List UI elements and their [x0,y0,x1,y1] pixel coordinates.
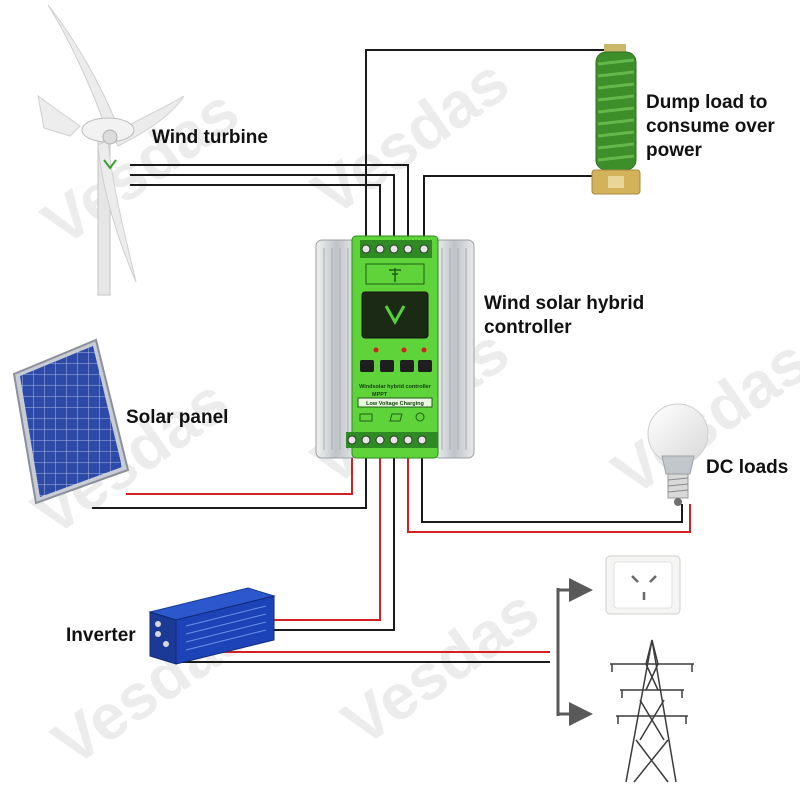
panel-strip [357,397,433,408]
solar-cells [20,346,122,497]
heatsink-left [315,239,357,459]
bulb-glass [647,403,709,465]
transmission-tower [610,639,694,783]
dump-load-wire-1 [365,49,612,245]
panel-line-1: Windsolar hybrid controller [359,384,432,390]
label-controller: Wind solar hybrid controller [484,293,645,338]
turbine-wire-3 [130,184,381,245]
label-solar-panel: Solar panel [126,407,229,428]
label-dc-loads: DC loads [706,457,789,478]
socket-face [613,561,673,609]
heatsink-right [433,239,475,459]
inverter-terminal [163,641,169,647]
turbine-symbol [389,268,401,282]
resistor-ribs [597,58,635,162]
panel-line-3: Low Voltage Charging [366,401,424,407]
status-led [373,347,379,353]
resistor-bracket-slot [608,176,624,188]
inverter-front [149,611,177,665]
label-inverter: Inverter [66,625,136,646]
label-dump-load: Dump load to consume over power [646,92,775,161]
turbine-tail [37,94,81,137]
dc-load-bulb [647,403,709,506]
dc-load-wire-black [421,445,683,523]
button-2[interactable] [380,360,394,372]
turbine-blade [47,4,119,136]
panel-line-2: MPPT [372,392,388,398]
resistor-top-terminal [604,44,626,54]
status-led [421,347,427,353]
inverter-terminal [155,621,161,627]
tower-crossarm [610,663,694,717]
wires [92,49,691,726]
tower-bracing [633,663,669,783]
heatsink-fins [323,248,467,450]
tower-insulators [611,664,693,724]
lcd-screen [361,291,429,339]
controller-symbol-area [365,263,425,285]
solar-wire-red [126,445,353,495]
button-1[interactable] [360,360,374,372]
inverter-wire-red [272,445,381,621]
bulb-threads [667,477,689,493]
dump-load-resistor [591,44,641,195]
status-led [401,347,407,353]
inverter-fins [185,605,267,651]
panel-icon [389,413,403,422]
inverter-wire-black [272,445,395,631]
dc-load-wire-red [407,445,691,533]
label-wind-turbine: Wind turbine [152,127,268,148]
turbine-hub [102,129,118,145]
turbine-wire-2 [130,174,395,245]
bulb-icon [415,412,425,422]
turbine-wire-1 [130,164,409,245]
top-terminal-screws [361,244,429,254]
bottom-terminal-screws [347,435,427,445]
button-3[interactable] [400,360,414,372]
socket-holes [631,575,657,600]
lcd-logo-icon [384,305,406,326]
button-4[interactable] [418,360,432,372]
wind-turbine [37,4,185,296]
inverter-side [175,595,275,665]
inverter-terminal [155,631,161,637]
tower-peak [645,639,659,665]
dump-load-wire-2 [423,175,612,245]
wall-socket [605,555,681,615]
bulb-tip [674,498,682,506]
inverter [148,587,276,665]
bulb-neck [661,455,695,475]
solar-panel [12,338,130,505]
turbine-blade [97,139,137,283]
battery-icon [359,413,373,422]
solar-wire-black [92,445,367,509]
hybrid-controller: Windsolar hybrid controller MPPT Low Vol… [315,235,475,459]
turbine-logo [103,159,117,170]
